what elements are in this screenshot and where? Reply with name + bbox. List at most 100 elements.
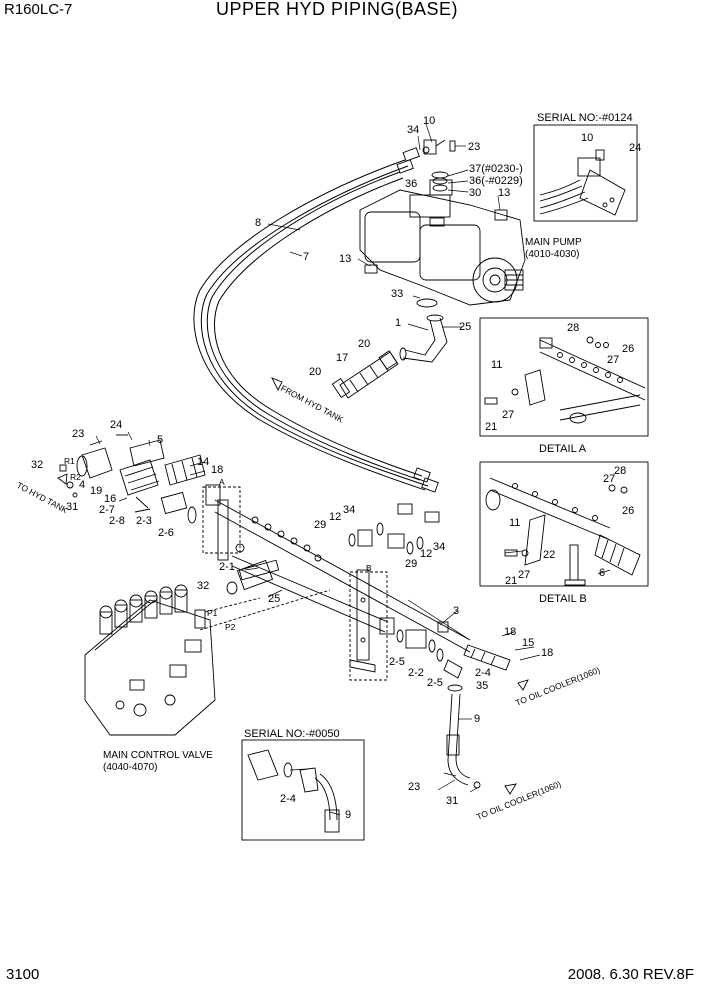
callout-3: 3 bbox=[453, 605, 459, 617]
callout-36-range: 36(-#0229) bbox=[469, 175, 523, 187]
port-p2-label: P2 bbox=[225, 622, 236, 632]
detail-b-label: DETAIL B bbox=[539, 593, 587, 605]
callout-a-27-top: 27 bbox=[607, 354, 619, 366]
callout-10: 10 bbox=[423, 115, 435, 127]
callout-1: 1 bbox=[395, 317, 401, 329]
bracket-b bbox=[349, 569, 376, 673]
hose-9 bbox=[443, 693, 481, 789]
callout-37: 37(#0230-) bbox=[469, 163, 523, 175]
callout-18-right-top: 18 bbox=[504, 626, 516, 638]
callout-b-27-top: 27 bbox=[603, 473, 615, 485]
callout-2-7: 2-7 bbox=[99, 504, 115, 516]
callout-inset-10: 10 bbox=[581, 132, 593, 144]
serial-top-inset-drawing bbox=[539, 149, 626, 216]
callout-13: 13 bbox=[339, 253, 351, 265]
main-pump bbox=[359, 179, 526, 306]
callout-inset-9: 9 bbox=[345, 809, 351, 821]
callout-20: 20 bbox=[309, 366, 321, 378]
callout-b-26: 26 bbox=[622, 505, 634, 517]
detail-a-drawing bbox=[484, 336, 646, 424]
callout-36: 36 bbox=[405, 178, 417, 190]
callout-19: 19 bbox=[90, 485, 102, 497]
callout-29-center: 29 bbox=[314, 519, 326, 531]
callout-2-1: 2-1 bbox=[219, 561, 235, 573]
serial-bottom-inset-drawing bbox=[247, 749, 340, 833]
callout-8: 8 bbox=[255, 217, 261, 229]
hose-7 bbox=[206, 171, 423, 481]
callout-2-5-a: 2-5 bbox=[389, 656, 405, 668]
callout-17: 17 bbox=[336, 352, 348, 364]
main-control-valve bbox=[84, 584, 216, 736]
serial-top-label: SERIAL NO:-#0124 bbox=[537, 112, 633, 124]
callout-b-27: 27 bbox=[518, 569, 530, 581]
callout-a-28: 28 bbox=[567, 322, 579, 334]
callout-18-left: 18 bbox=[211, 464, 223, 476]
serial-bottom-inset-frame bbox=[241, 739, 365, 841]
detail-a-frame bbox=[479, 317, 649, 437]
callout-33: 33 bbox=[391, 288, 403, 300]
callout-b-6: 6 bbox=[599, 567, 605, 579]
to-hyd-tank-label: TO HYD TANK bbox=[15, 480, 70, 515]
callout-7: 7 bbox=[303, 251, 309, 263]
serial-bottom-label: SERIAL NO:-#0050 bbox=[244, 728, 340, 740]
callout-34-right: 34 bbox=[433, 541, 445, 553]
to-oil-cooler-label-2: TO OIL COOLER(1060) bbox=[475, 779, 563, 822]
callout-4: 4 bbox=[79, 479, 85, 491]
callout-29-right: 29 bbox=[405, 558, 417, 570]
callout-a-21: 21 bbox=[485, 421, 497, 433]
revision-date: 2008. 6.30 REV.8F bbox=[567, 966, 694, 983]
callout-5: 5 bbox=[157, 434, 163, 446]
callout-2-2: 2-2 bbox=[408, 667, 424, 679]
callout-2-4: 2-4 bbox=[475, 667, 491, 679]
callout-24: 24 bbox=[110, 419, 122, 431]
callout-34-center: 34 bbox=[343, 504, 355, 516]
mcv-label: MAIN CONTROL VALVE bbox=[103, 750, 213, 761]
mcv-fittings bbox=[199, 559, 331, 631]
detail-a-label: DETAIL A bbox=[539, 443, 587, 455]
callout-31-bottom: 31 bbox=[446, 795, 458, 807]
page-title: UPPER HYD PIPING(BASE) bbox=[216, 0, 459, 19]
callout-b-11: 11 bbox=[509, 517, 520, 529]
main-pump-range-label: (4010-4030) bbox=[525, 249, 579, 260]
serial-top-inset-frame bbox=[533, 124, 638, 222]
callout-23-top: 23 bbox=[468, 141, 480, 153]
callout-12-right: 12 bbox=[420, 548, 432, 560]
pump-top-fittings bbox=[422, 139, 456, 192]
callout-14: 14 bbox=[197, 456, 209, 468]
callout-25: 25 bbox=[268, 593, 280, 605]
callout-15: 15 bbox=[522, 637, 534, 649]
suction-hose-17 bbox=[331, 350, 399, 399]
left-return-fittings bbox=[59, 434, 206, 524]
view-b-label: B bbox=[366, 563, 372, 573]
return-pipe-3 bbox=[205, 484, 471, 653]
to-oil-cooler-label-1: TO OIL COOLER(1060) bbox=[514, 665, 602, 708]
cooler-fittings bbox=[379, 617, 511, 692]
callout-inset-24: 24 bbox=[629, 142, 641, 154]
callout-a-27: 27 bbox=[502, 409, 514, 421]
callout-2-8: 2-8 bbox=[109, 515, 125, 527]
port-r1-label: R1 bbox=[64, 456, 75, 466]
hose-8 bbox=[193, 159, 429, 491]
view-a-label: A bbox=[219, 477, 225, 487]
callout-inset-2-4: 2-4 bbox=[280, 793, 296, 805]
callout-30: 30 bbox=[469, 187, 481, 199]
mcv-range-label: (4040-4070) bbox=[103, 762, 157, 773]
suction-pipe-1 bbox=[399, 298, 448, 363]
page-number: 3100 bbox=[6, 966, 40, 983]
callout-35: 35 bbox=[476, 680, 488, 692]
callout-20-top: 20 bbox=[358, 338, 370, 350]
callout-23-left: 23 bbox=[72, 428, 84, 440]
callout-9: 9 bbox=[474, 713, 480, 725]
leader-lines bbox=[95, 123, 611, 816]
detail-b-frame bbox=[479, 461, 649, 587]
hose-upper-fittings bbox=[396, 147, 440, 523]
callout-2-6: 2-6 bbox=[158, 527, 174, 539]
model-number: R160LC-7 bbox=[4, 1, 73, 18]
main-pump-label: MAIN PUMP bbox=[525, 237, 582, 248]
callout-31-left: 31 bbox=[66, 501, 78, 513]
callout-32-left: 32 bbox=[31, 459, 43, 471]
callout-16: 16 bbox=[104, 493, 116, 505]
callout-a-26: 26 bbox=[622, 343, 634, 355]
callout-12-center: 12 bbox=[329, 511, 341, 523]
